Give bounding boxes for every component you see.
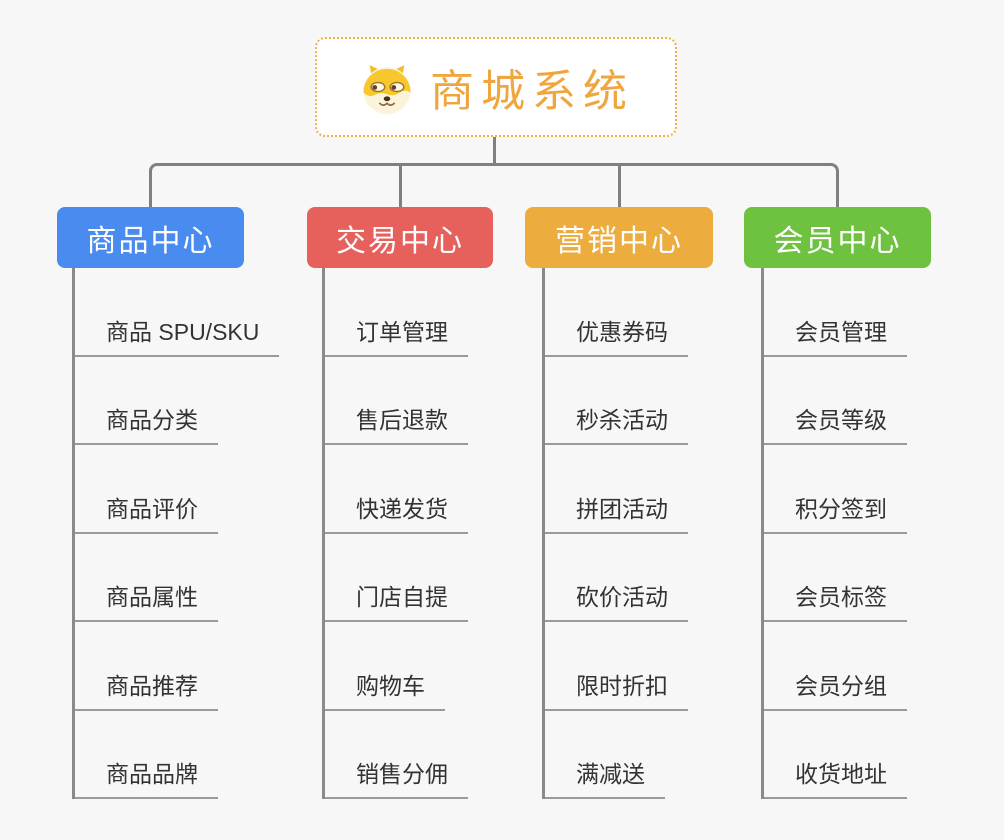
leaf-item[interactable]: 快递发货	[322, 490, 468, 534]
branch-node-member[interactable]: 会员中心	[744, 207, 931, 268]
leaf-item[interactable]: 商品推荐	[72, 667, 218, 711]
leaf-trunk	[761, 268, 764, 799]
leaf-trunk	[72, 268, 75, 799]
leaf-column-product: 商品 SPU/SKU 商品分类 商品评价 商品属性 商品推荐 商品品牌	[72, 268, 322, 799]
branch-label: 交易中心	[336, 224, 464, 258]
leaf-item[interactable]: 销售分佣	[322, 755, 468, 799]
connector-rail	[149, 163, 839, 207]
leaf-column-marketing: 优惠券码 秒杀活动 拼团活动 砍价活动 限时折扣 满减送	[542, 268, 792, 799]
leaf-item[interactable]: 门店自提	[322, 578, 468, 622]
branch-node-trade[interactable]: 交易中心	[307, 207, 493, 268]
doge-icon	[358, 58, 416, 116]
connector-drop	[399, 164, 402, 207]
leaf-item[interactable]: 收货地址	[761, 755, 907, 799]
leaf-item[interactable]: 商品分类	[72, 401, 218, 445]
branch-node-product[interactable]: 商品中心	[57, 207, 244, 268]
leaf-item[interactable]: 砍价活动	[542, 578, 688, 622]
leaf-item[interactable]: 拼团活动	[542, 490, 688, 534]
leaf-item[interactable]: 秒杀活动	[542, 401, 688, 445]
leaf-item[interactable]: 满减送	[542, 755, 665, 799]
connector-drop	[618, 164, 621, 207]
leaf-column-trade: 订单管理 售后退款 快递发货 门店自提 购物车 销售分佣	[322, 268, 572, 799]
leaf-item[interactable]: 商品评价	[72, 490, 218, 534]
leaf-item[interactable]: 商品品牌	[72, 755, 218, 799]
branch-label: 营销中心	[555, 224, 683, 258]
leaf-item[interactable]: 限时折扣	[542, 667, 688, 711]
leaf-item[interactable]: 会员分组	[761, 667, 907, 711]
leaf-item[interactable]: 会员标签	[761, 578, 907, 622]
connector-root-drop	[493, 137, 496, 164]
branch-label: 商品中心	[86, 224, 215, 258]
leaf-item[interactable]: 会员管理	[761, 313, 907, 357]
leaf-item[interactable]: 会员等级	[761, 401, 907, 445]
root-title: 商城系统	[430, 67, 634, 116]
leaf-trunk	[542, 268, 545, 799]
leaf-item[interactable]: 积分签到	[761, 490, 907, 534]
leaf-item[interactable]: 商品属性	[72, 578, 218, 622]
leaf-item[interactable]: 商品 SPU/SKU	[72, 313, 280, 357]
leaf-item[interactable]: 售后退款	[322, 401, 468, 445]
leaf-trunk	[322, 268, 325, 799]
branch-node-marketing[interactable]: 营销中心	[525, 207, 713, 268]
leaf-item[interactable]: 订单管理	[322, 313, 468, 357]
root-node[interactable]: 商城系统	[315, 37, 677, 137]
branch-label: 会员中心	[773, 224, 902, 258]
leaf-item[interactable]: 购物车	[322, 667, 445, 711]
leaf-item[interactable]: 优惠券码	[542, 313, 688, 357]
leaf-column-member: 会员管理 会员等级 积分签到 会员标签 会员分组 收货地址	[761, 268, 1004, 799]
